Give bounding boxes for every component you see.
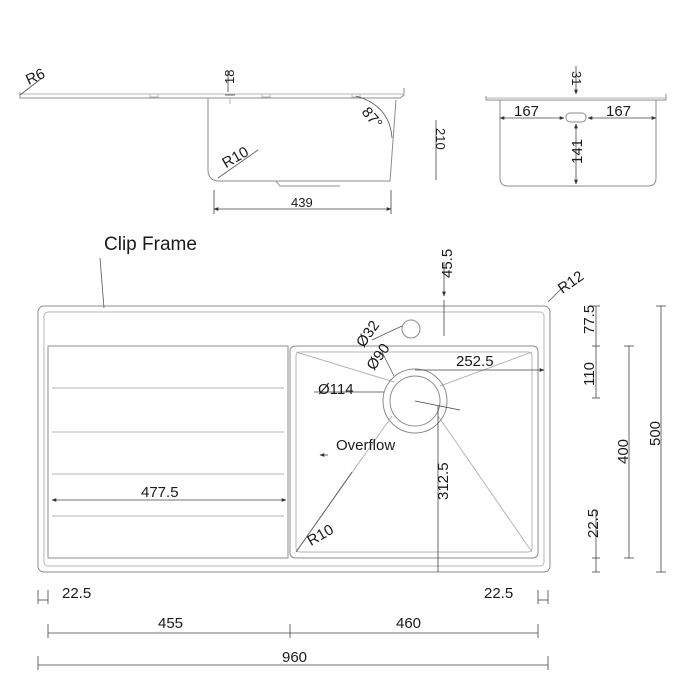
bowl-center-x-label: 252.5 <box>456 353 494 370</box>
overall-width-label: 960 <box>282 649 307 666</box>
right-400-label: 400 <box>615 439 632 464</box>
end-right-label: 167 <box>606 103 631 120</box>
right-500-label: 500 <box>647 421 664 446</box>
bowl-center-y-label: 312.5 <box>435 462 452 500</box>
bowl-radius-label: R10 <box>304 521 336 549</box>
overflow-label: Overflow <box>336 437 395 454</box>
side-depth-label: 210 <box>433 128 448 150</box>
side-view: R6 18 87° R10 439 210 <box>19 65 448 214</box>
side-thickness-label: 18 <box>222 70 237 84</box>
bottom-right-margin-label: 22.5 <box>484 585 513 602</box>
clip-frame-label: Clip Frame <box>104 234 197 255</box>
r12-label: R12 <box>555 268 587 298</box>
side-angle-label: 87° <box>358 104 386 132</box>
drainer-length-label: 477.5 <box>141 484 179 501</box>
end-top-label: 31 <box>569 71 584 85</box>
side-width-label: 439 <box>291 195 313 210</box>
right-110-label: 110 <box>581 362 598 386</box>
end-drop-label: 141 <box>569 139 586 164</box>
drainer-width-label: 455 <box>158 615 183 632</box>
bowl-width-label: 460 <box>396 615 421 632</box>
side-r10-label: R10 <box>219 143 251 171</box>
right-bottom-label: 22.5 <box>585 509 602 538</box>
side-r6-label: R6 <box>23 65 48 89</box>
plan-view: Clip Frame 45.5 R12 Ø32 Ø90 Ø114 252.5 4… <box>37 234 666 670</box>
waste-outer-label: Ø114 <box>318 381 354 398</box>
tap-offset-label: 45.5 <box>439 249 456 278</box>
end-view: 31 167 167 141 <box>485 66 667 187</box>
end-left-label: 167 <box>514 103 539 120</box>
bottom-left-margin-label: 22.5 <box>62 585 91 602</box>
right-top-label: 77.5 <box>581 305 598 334</box>
